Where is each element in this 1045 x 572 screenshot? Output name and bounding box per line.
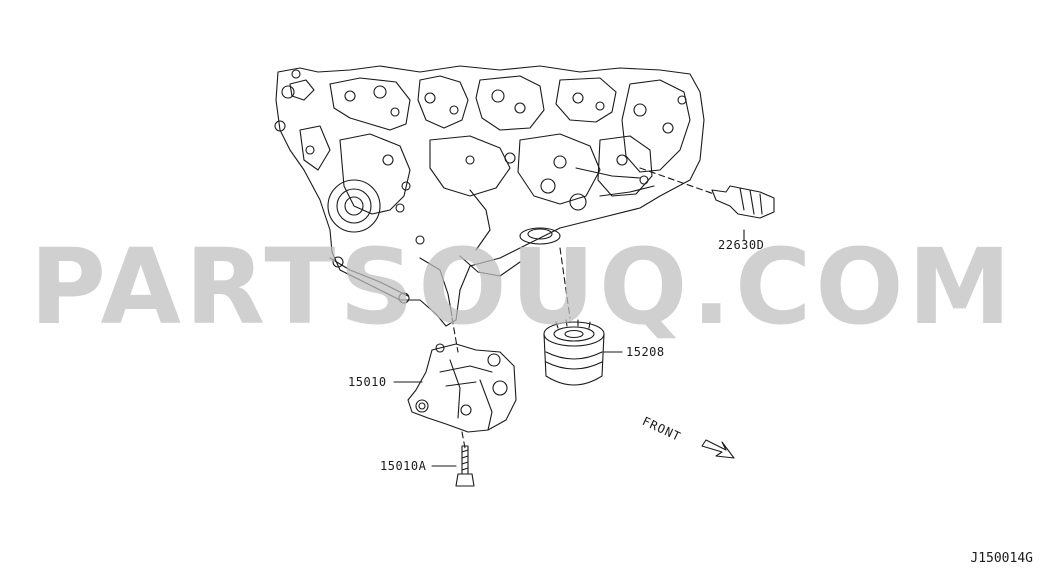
part-label-15208[interactable]: 15208: [626, 345, 665, 359]
part-label-22630d[interactable]: 22630D: [718, 238, 765, 252]
oil-pump-bolt-part: [431, 445, 475, 487]
oil-pressure-switch-part: [711, 185, 775, 241]
figure-code: J150014G: [970, 551, 1033, 566]
engine-block: [274, 65, 705, 327]
oil-filter-part: [543, 319, 623, 386]
assembly-leaders: [451, 167, 715, 449]
part-label-15010[interactable]: 15010: [348, 375, 387, 389]
front-arrow-icon: [701, 439, 735, 459]
part-label-15010a[interactable]: 15010A: [380, 459, 427, 473]
oil-pump-part: [393, 343, 517, 433]
